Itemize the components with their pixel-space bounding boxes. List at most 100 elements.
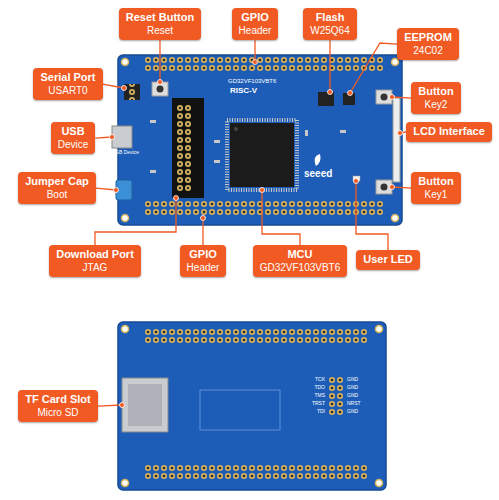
leader-dot xyxy=(328,90,333,95)
leader-line xyxy=(95,198,176,245)
callout-title: Jumper Cap xyxy=(25,175,89,189)
button-cap xyxy=(381,94,388,101)
callout-subtitle: Device xyxy=(58,139,89,152)
silkscreen-label: NRST xyxy=(347,401,361,407)
leader-line xyxy=(356,181,388,250)
silk-outline xyxy=(200,390,280,430)
callout-title: User LED xyxy=(363,253,413,267)
callout-box: EEPROM24C02 xyxy=(397,28,459,60)
callout-subtitle: Header xyxy=(187,262,220,275)
sd-slot xyxy=(122,378,168,432)
callout-subtitle: USART0 xyxy=(40,85,95,98)
callout-box: LCD Interface xyxy=(406,122,492,142)
callout-box: Jumper CapBoot xyxy=(18,172,96,204)
callout-title: GPIO xyxy=(187,248,220,262)
callout-title: GPIO xyxy=(239,11,272,25)
leader-dot xyxy=(253,60,258,65)
mount-hole xyxy=(122,326,129,333)
callout-title: USB xyxy=(58,125,89,139)
leader-line xyxy=(350,43,397,93)
leader-dot xyxy=(398,131,403,136)
gpio-header-bottom xyxy=(144,200,384,216)
silkscreen-label: GND xyxy=(347,393,358,399)
callout-subtitle: GD32VF103VBT6 xyxy=(260,262,341,275)
callout-title: LCD Interface xyxy=(413,125,485,139)
button-cap xyxy=(381,184,388,191)
jtag-pins xyxy=(176,104,192,192)
callout-title: EEPROM xyxy=(404,31,452,45)
leader-dot xyxy=(122,86,127,91)
mount-hole xyxy=(392,59,399,66)
callout-box: GPIOHeader xyxy=(232,8,279,40)
callout-box: User LED xyxy=(356,250,420,270)
leader-dot xyxy=(390,95,395,100)
callout-title: Serial Port xyxy=(40,71,95,85)
lcd-connector xyxy=(393,98,400,182)
pcb-bottom xyxy=(118,322,386,490)
mount-hole xyxy=(122,215,129,222)
leader-dot xyxy=(348,91,353,96)
usb-connector xyxy=(112,126,132,148)
callout-subtitle: Micro SD xyxy=(25,407,90,420)
smd-part xyxy=(214,140,220,143)
serial-pins xyxy=(128,84,136,100)
leader-line xyxy=(254,40,255,62)
silkscreen-label: GND xyxy=(347,385,358,391)
smd-part xyxy=(150,170,156,173)
gpio-header-top xyxy=(144,56,384,72)
silkscreen-label: RISC-V xyxy=(230,87,257,96)
silkscreen-label: TRST xyxy=(312,401,325,407)
gpio-header-bottom xyxy=(144,464,368,480)
callout-title: Flash xyxy=(310,11,349,25)
callout-subtitle: 24C02 xyxy=(404,45,452,58)
mount-hole xyxy=(122,480,129,487)
silkscreen-label: TDO xyxy=(314,385,325,391)
leader-dot xyxy=(354,179,359,184)
leader-dot xyxy=(110,135,115,140)
button-cap xyxy=(157,86,164,93)
callout-subtitle: Reset xyxy=(126,25,194,38)
leader-line xyxy=(98,405,122,406)
smd-part xyxy=(214,160,220,163)
pcb-top xyxy=(118,55,402,225)
silkscreen-label: USB Device xyxy=(112,150,139,156)
seeed-logo xyxy=(315,154,321,166)
mcu-chip xyxy=(230,123,294,187)
smd-part xyxy=(150,120,156,123)
leader-dot xyxy=(201,216,206,221)
callout-subtitle: JTAG xyxy=(56,262,134,275)
callout-box: ButtonKey1 xyxy=(411,172,460,204)
leader-line xyxy=(329,40,330,92)
silkscreen-label: TCK xyxy=(315,377,325,383)
silkscreen-label: GND xyxy=(347,409,358,415)
callout-box: MCUGD32VF103VBT6 xyxy=(253,245,348,277)
callout-box: Download PortJTAG xyxy=(49,245,141,277)
chip-dot xyxy=(234,127,238,131)
callout-box: Reset ButtonReset xyxy=(119,8,201,40)
callout-subtitle: Header xyxy=(239,25,272,38)
mount-hole xyxy=(392,215,399,222)
callout-box: ButtonKey2 xyxy=(411,82,460,114)
silkscreen-label: GD32VF103VBT6 xyxy=(228,78,276,85)
leader-dot xyxy=(114,188,119,193)
silkscreen-label: seeed xyxy=(304,168,332,179)
silkscreen-label: GND xyxy=(347,377,358,383)
callout-title: Reset Button xyxy=(126,11,194,25)
leader-line xyxy=(202,218,203,245)
callout-box: Serial PortUSART0 xyxy=(33,68,102,100)
callout-title: Download Port xyxy=(56,248,134,262)
mount-hole xyxy=(376,326,383,333)
leader-line xyxy=(96,188,116,190)
mount-hole xyxy=(122,59,129,66)
smd-part xyxy=(305,130,308,136)
callout-subtitle: W25Q64 xyxy=(310,25,349,38)
callout-subtitle: Boot xyxy=(25,189,89,202)
callout-title: TF Card Slot xyxy=(25,393,90,407)
jtag-connector xyxy=(172,98,204,198)
silkscreen-label: TDI xyxy=(317,409,325,415)
leader-line xyxy=(262,190,300,245)
callout-title: MCU xyxy=(260,248,341,262)
callout-subtitle: Key2 xyxy=(418,99,453,112)
callout-title: Button xyxy=(418,175,453,189)
leader-line xyxy=(103,84,124,88)
